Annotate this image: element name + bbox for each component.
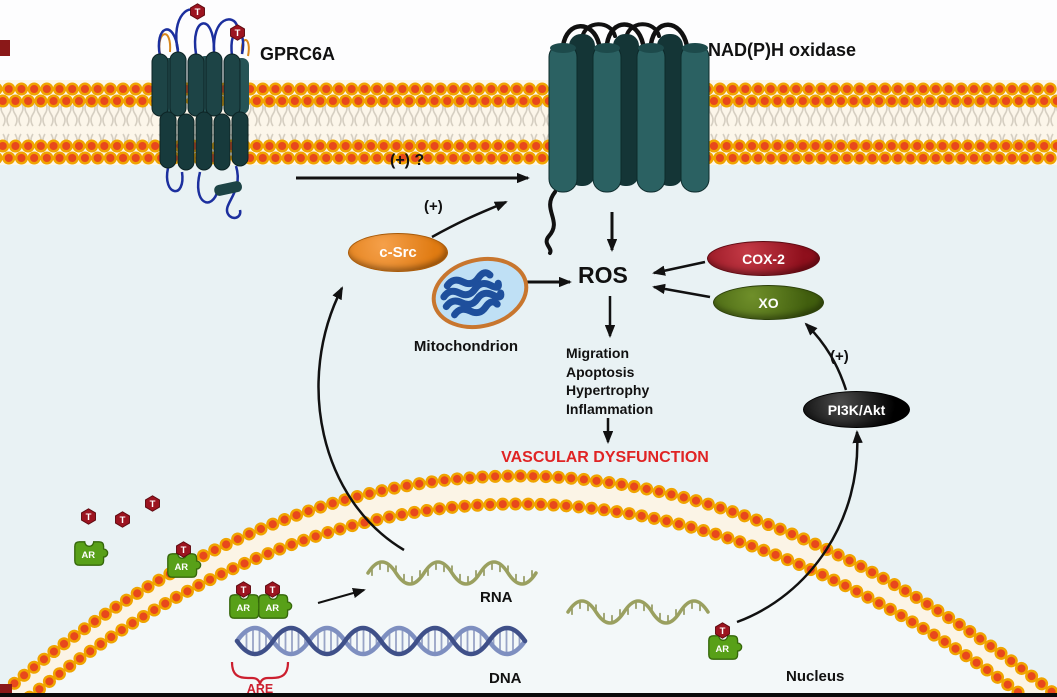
androgen-receptor-icon	[708, 635, 743, 660]
arrow-cox2-to-ros	[652, 260, 706, 276]
rna-strand-graphic	[566, 599, 710, 625]
mitochondrion-label: Mitochondrion	[413, 338, 519, 355]
vascular-dysfunction-label: VASCULAR DYSFUNCTION	[501, 449, 709, 466]
gprc6a-label: GPRC6A	[260, 44, 336, 64]
plus-pi3k-label: (+)	[830, 348, 849, 365]
effect-item: Migration	[566, 345, 629, 361]
pi3k-akt-node: PI3K/Akt	[803, 391, 910, 428]
edge-artifact	[0, 40, 10, 56]
c-src-node: c-Src	[348, 233, 448, 272]
cox2-label: COX-2	[742, 250, 785, 267]
rna-label: RNA	[480, 589, 513, 606]
arrow-nucleus-to-csrc	[317, 286, 405, 552]
pi3k-akt-label: PI3K/Akt	[827, 401, 886, 418]
arrow-csrc-to-nox	[431, 200, 508, 239]
plus-question-label: (+) ?	[390, 152, 425, 169]
androgen-receptor-icon	[229, 594, 264, 619]
effect-item: Hypertrophy	[566, 382, 650, 398]
nuclear-envelope-graphic	[0, 469, 1057, 697]
mitochondrion-graphic	[431, 257, 529, 329]
plus-csrc-label: (+)	[424, 198, 443, 215]
dna-label: DNA	[489, 670, 522, 687]
ros-label: ROS	[578, 262, 628, 288]
figure-border	[0, 693, 1057, 697]
testosterone-icon	[115, 511, 130, 528]
are-bracket-graphic	[230, 661, 290, 686]
arrow-nucleus-to-pi3k	[736, 430, 863, 624]
effect-item: Apoptosis	[566, 363, 635, 380]
xo-label: XO	[758, 294, 779, 311]
arrow-ar-to-rna	[317, 588, 366, 604]
effect-item: Inflammation	[566, 400, 654, 417]
androgen-receptor-icon	[74, 541, 109, 566]
nadph-oxidase-label: NAD(P)H oxidase	[708, 40, 857, 60]
arrow-pi3k-to-xo	[804, 322, 848, 391]
androgen-receptor-icon	[258, 594, 293, 619]
effects-list: Migration Apoptosis Hypertrophy Inflamma…	[566, 344, 653, 418]
gprc6a-receptor-graphic	[151, 8, 250, 220]
rna-strand-graphic	[366, 560, 538, 586]
arrow-xo-to-ros	[652, 283, 711, 299]
cox2-node: COX-2	[707, 241, 820, 276]
c-src-label: c-Src	[379, 244, 417, 261]
nucleus-label: Nucleus	[786, 668, 845, 685]
nadph-oxidase-graphic	[544, 22, 710, 255]
xo-node: XO	[713, 285, 824, 320]
testosterone-icon	[145, 495, 160, 512]
are-label: ARE	[246, 682, 274, 696]
testosterone-icon	[81, 508, 96, 525]
dna-helix-graphic	[234, 625, 528, 657]
